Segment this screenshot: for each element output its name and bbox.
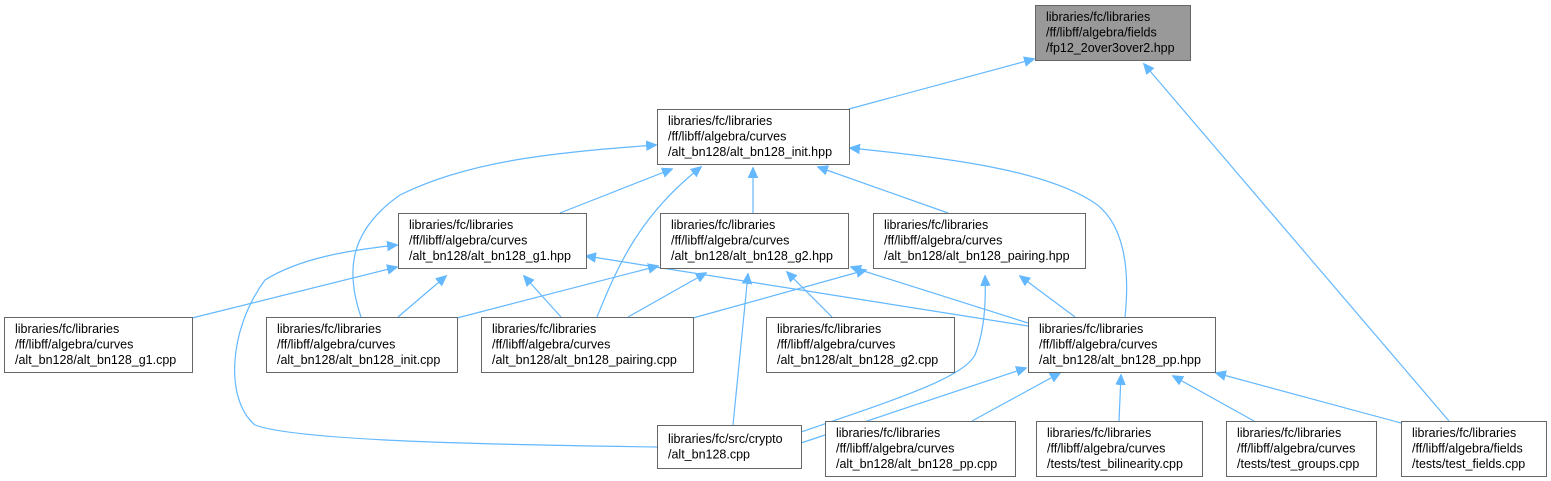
node-box	[4, 317, 193, 373]
node-label-line: /ff/libff/algebra/curves	[1039, 338, 1157, 352]
node-label-line: /ff/libff/algebra/curves	[1047, 442, 1165, 456]
node-init_cpp[interactable]: libraries/fc/libraries/ff/libff/algebra/…	[266, 317, 458, 373]
edge-test_fields-to-fp12	[1144, 64, 1450, 422]
node-label-line: libraries/fc/libraries	[277, 322, 381, 336]
node-label-line: /alt_bn128/alt_bn128_pp.cpp	[836, 457, 997, 471]
node-label-line: /alt_bn128/alt_bn128_g2.cpp	[777, 353, 938, 367]
edge-pairing_cpp-to-g2_hpp	[627, 273, 706, 318]
node-box	[766, 317, 955, 373]
node-label-line: libraries/fc/libraries	[836, 426, 940, 440]
edge-pairing_cpp-to-init_hpp	[596, 167, 701, 318]
node-box	[266, 317, 458, 373]
node-label-line: libraries/fc/libraries	[492, 322, 596, 336]
edge-g1_hpp-to-init_hpp	[559, 169, 672, 214]
edge-init_cpp-to-init_hpp	[352, 145, 656, 318]
node-label-line: /ff/libff/algebra/curves	[836, 442, 954, 456]
edge-init_cpp-to-g1_hpp	[397, 276, 446, 318]
node-g2_cpp[interactable]: libraries/fc/libraries/ff/libff/algebra/…	[766, 317, 955, 373]
node-label-line: /alt_bn128/alt_bn128_init.hpp	[668, 145, 832, 159]
node-test_bilinearity[interactable]: libraries/fc/libraries/ff/libff/algebra/…	[1036, 421, 1203, 477]
edge-pp_hpp-to-pairing_hpp	[1020, 276, 1076, 318]
node-label-line: libraries/fc/libraries	[884, 218, 988, 232]
node-label-line: libraries/fc/libraries	[668, 114, 772, 128]
node-test_fields[interactable]: libraries/fc/libraries/ff/libff/algebra/…	[1401, 421, 1547, 477]
node-box	[873, 213, 1086, 269]
node-label-line: libraries/fc/libraries	[1237, 426, 1341, 440]
edge-init_cpp-to-g2_hpp	[456, 266, 658, 319]
node-box	[398, 213, 587, 269]
node-label-line: /ff/libff/algebra/curves	[777, 338, 895, 352]
node-box	[657, 109, 850, 165]
node-g2_hpp[interactable]: libraries/fc/libraries/ff/libff/algebra/…	[660, 213, 849, 269]
node-box	[825, 421, 1016, 477]
node-label-line: /ff/libff/algebra/curves	[1237, 442, 1355, 456]
node-label-line: /ff/libff/algebra/curves	[277, 338, 395, 352]
node-label-line: /tests/test_bilinearity.cpp	[1047, 457, 1183, 471]
node-label-line: libraries/fc/libraries	[1046, 10, 1150, 24]
node-box	[657, 425, 802, 469]
edges	[191, 59, 1450, 448]
node-label-line: /ff/libff/algebra/curves	[668, 130, 786, 144]
edge-pp_hpp-to-init_hpp	[850, 148, 1128, 318]
edge-crypto_cpp-to-g1_hpp	[234, 245, 658, 448]
edge-g2_cpp-to-g2_hpp	[787, 272, 833, 318]
node-label-line: /alt_bn128/alt_bn128_g2.hpp	[671, 249, 833, 263]
edge-crypto_cpp-to-pairing_hpp	[800, 276, 985, 433]
edge-pairing_cpp-to-pairing_hpp	[692, 270, 866, 319]
edge-init_hpp-to-fp12	[848, 59, 1034, 110]
node-box	[481, 317, 694, 373]
node-label-line: /ff/libff/algebra/curves	[15, 338, 133, 352]
node-label-line: /tests/test_groups.cpp	[1237, 457, 1359, 471]
node-pairing_cpp[interactable]: libraries/fc/libraries/ff/libff/algebra/…	[481, 317, 694, 373]
node-label-line: libraries/fc/libraries	[1047, 426, 1151, 440]
edge-test_bilinearity-to-pp_hpp	[1119, 375, 1121, 422]
node-pp_cpp[interactable]: libraries/fc/libraries/ff/libff/algebra/…	[825, 421, 1016, 477]
node-test_groups[interactable]: libraries/fc/libraries/ff/libff/algebra/…	[1226, 421, 1377, 477]
node-crypto_cpp[interactable]: libraries/fc/src/crypto/alt_bn128.cpp	[657, 425, 802, 469]
node-pp_hpp[interactable]: libraries/fc/libraries/ff/libff/algebra/…	[1028, 317, 1216, 373]
node-label-line: libraries/fc/libraries	[1039, 322, 1143, 336]
edge-pp_hpp-to-g2_hpp	[851, 267, 1029, 324]
node-label-line: libraries/fc/libraries	[409, 218, 513, 232]
node-label-line: libraries/fc/libraries	[15, 322, 119, 336]
node-label-line: /tests/test_fields.cpp	[1412, 457, 1525, 471]
node-box	[1226, 421, 1377, 477]
node-fp12: libraries/fc/libraries/ff/libff/algebra/…	[1035, 5, 1191, 61]
node-label-line: /alt_bn128/alt_bn128_init.cpp	[277, 353, 440, 367]
node-box	[1028, 317, 1216, 373]
node-box	[1401, 421, 1547, 477]
node-label-line: /alt_bn128/alt_bn128_pairing.cpp	[492, 353, 677, 367]
node-box	[1036, 421, 1203, 477]
node-box	[660, 213, 849, 269]
node-label-line: /alt_bn128/alt_bn128_pairing.hpp	[884, 249, 1070, 263]
node-label-line: /alt_bn128.cpp	[668, 447, 750, 461]
node-label-line: /ff/libff/algebra/curves	[492, 338, 610, 352]
node-label-line: /ff/libff/algebra/curves	[671, 234, 789, 248]
node-pairing_hpp[interactable]: libraries/fc/libraries/ff/libff/algebra/…	[873, 213, 1086, 269]
node-label-line: /alt_bn128/alt_bn128_pp.hpp	[1039, 353, 1201, 367]
node-label-line: libraries/fc/libraries	[777, 322, 881, 336]
node-box	[1035, 5, 1191, 61]
node-label-line: /fp12_2over3over2.hpp	[1046, 41, 1175, 55]
node-g1_cpp[interactable]: libraries/fc/libraries/ff/libff/algebra/…	[4, 317, 193, 373]
edge-pp_cpp-to-pp_hpp	[971, 373, 1060, 422]
edge-pairing_hpp-to-init_hpp	[818, 167, 949, 214]
edge-crypto_cpp-to-g2_hpp	[732, 274, 748, 426]
node-label-line: /alt_bn128/alt_bn128_g1.hpp	[409, 249, 571, 263]
edge-test_groups-to-pp_hpp	[1173, 376, 1255, 422]
node-init_hpp[interactable]: libraries/fc/libraries/ff/libff/algebra/…	[657, 109, 850, 165]
nodes: libraries/fc/libraries/ff/libff/algebra/…	[4, 5, 1547, 477]
node-label-line: libraries/fc/libraries	[1412, 426, 1516, 440]
node-label-line: /ff/libff/algebra/fields	[1046, 26, 1157, 40]
node-label-line: /ff/libff/algebra/curves	[409, 234, 527, 248]
node-g1_hpp[interactable]: libraries/fc/libraries/ff/libff/algebra/…	[398, 213, 587, 269]
node-label-line: libraries/fc/libraries	[671, 218, 775, 232]
edge-test_fields-to-pp_hpp	[1216, 373, 1402, 424]
node-label-line: /ff/libff/algebra/curves	[884, 234, 1002, 248]
node-label-line: /ff/libff/algebra/fields	[1412, 442, 1523, 456]
edge-g1_cpp-to-g1_hpp	[191, 267, 397, 319]
node-label-line: /alt_bn128/alt_bn128_g1.cpp	[15, 353, 176, 367]
node-label-line: libraries/fc/src/crypto	[668, 432, 783, 446]
